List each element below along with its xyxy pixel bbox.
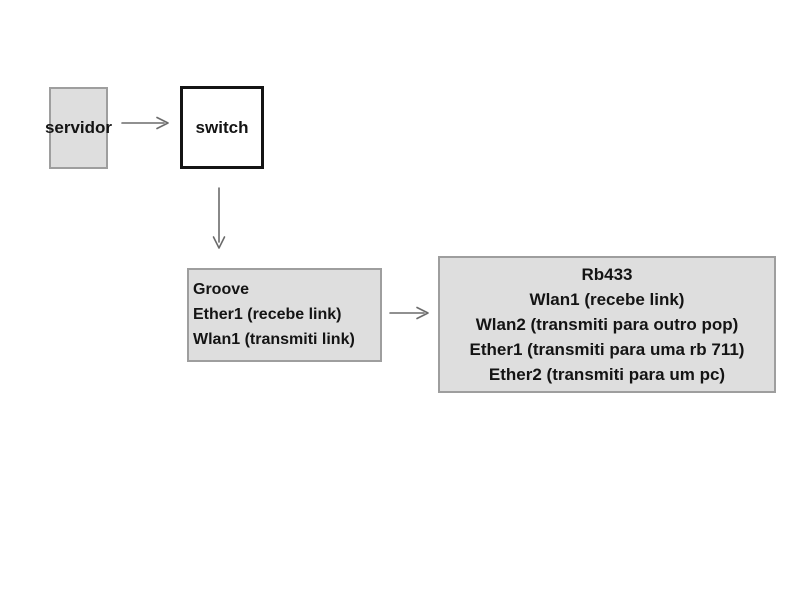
rb433-line-wlan1: Wlan1 (recebe link) xyxy=(529,290,685,309)
servidor-label: servidor xyxy=(44,118,113,137)
node-switch: switch xyxy=(180,86,264,169)
groove-line-ether1: Ether1 (recebe link) xyxy=(193,306,342,323)
rb433-line-ether1: Ether1 (transmiti para uma rb 711) xyxy=(469,340,745,359)
arrow-servidor-to-switch xyxy=(121,116,169,130)
rb433-line-title: Rb433 xyxy=(581,265,633,284)
arrow-groove-to-rb433 xyxy=(389,306,429,320)
arrow-switch-to-groove xyxy=(212,187,226,249)
groove-line-wlan1: Wlan1 (transmiti link) xyxy=(193,331,355,348)
groove-line-title: Groove xyxy=(193,281,250,298)
node-groove: Groove Ether1 (recebe link) Wlan1 (trans… xyxy=(187,268,382,362)
node-rb433: Rb433 Wlan1 (recebe link) Wlan2 (transmi… xyxy=(438,256,776,393)
node-servidor: servidor xyxy=(45,87,112,169)
switch-label: switch xyxy=(195,117,249,137)
rb433-line-ether2: Ether2 (transmiti para um pc) xyxy=(488,365,726,384)
rb433-line-wlan2: Wlan2 (transmiti para outro pop) xyxy=(475,315,739,334)
